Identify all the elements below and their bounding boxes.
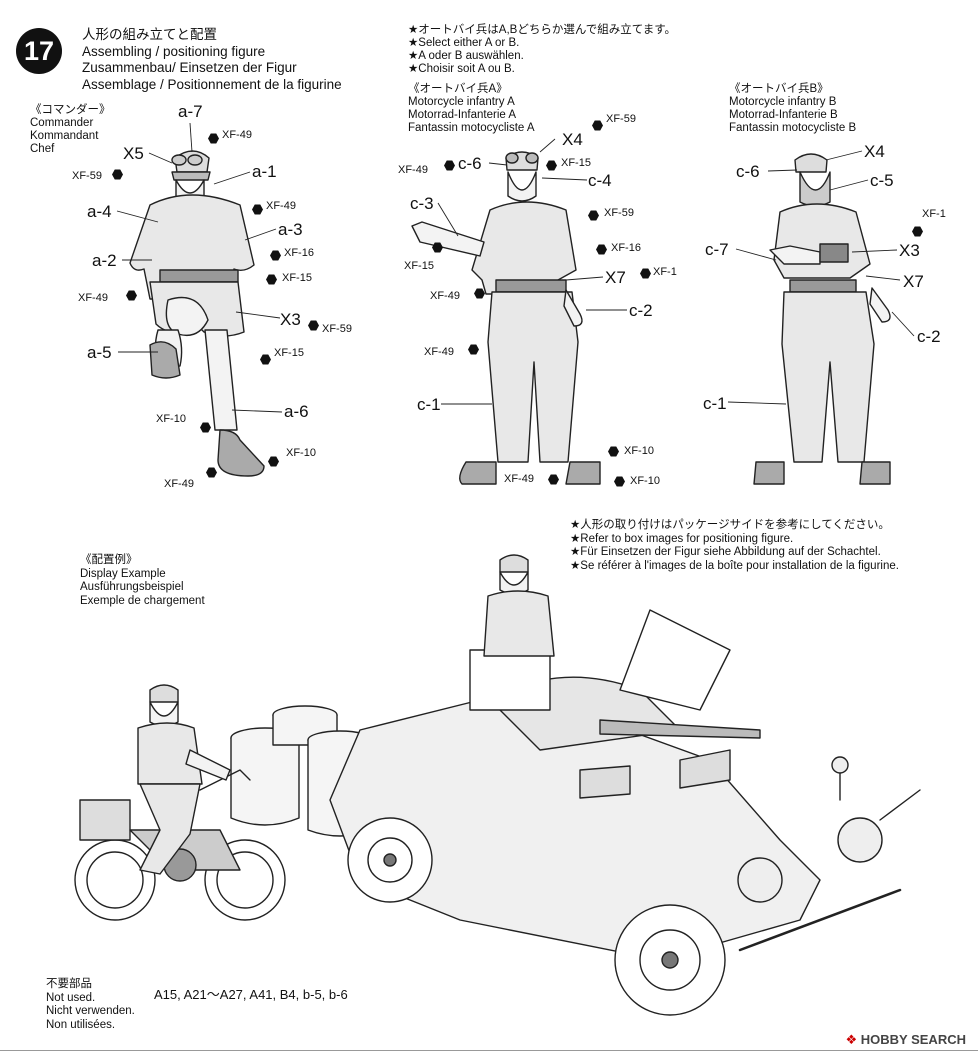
part-label: a-5 — [87, 343, 112, 362]
paint-code: XF-15 — [274, 347, 304, 359]
paint-hex-icon — [252, 204, 263, 215]
paint-code: XF-59 — [322, 323, 352, 335]
paint-hex-icon — [260, 354, 271, 365]
paint-code: XF-49 — [266, 200, 296, 212]
paint-hex-icon — [126, 290, 137, 301]
part-label: a-1 — [252, 162, 277, 181]
title-en: Assembling / positioning figure — [82, 43, 266, 59]
paint-code: XF-49 — [78, 292, 108, 304]
watermark-logo-icon: ❖ — [845, 1032, 858, 1047]
paint-code: XF-16 — [284, 247, 314, 259]
paint-code: XF-59 — [606, 113, 636, 125]
part-label: a-3 — [278, 220, 303, 239]
paint-hex-icon — [912, 226, 923, 237]
commander-figure — [129, 150, 265, 477]
paint-code: XF-10 — [624, 445, 654, 457]
footer-rule — [0, 1050, 978, 1051]
paint-code: XF-15 — [404, 260, 434, 272]
title-jp: 人形の組み立てと配置 — [82, 27, 217, 42]
rider-b-figure — [753, 153, 891, 485]
paint-hex-icon — [640, 268, 651, 279]
part-label: a-6 — [284, 402, 309, 421]
part-label: X7 — [903, 272, 924, 291]
commander-title: 《コマンダー》 Commander Kommandant Chef — [30, 104, 111, 155]
part-label: X4 — [864, 142, 885, 161]
paint-code: XF-49 — [424, 346, 454, 358]
paint-code: XF-49 — [398, 164, 428, 176]
paint-hex-icon — [206, 467, 217, 478]
part-label: a-7 — [178, 102, 203, 121]
watermark-word: SEARCH — [911, 1032, 966, 1047]
paint-code: XF-59 — [72, 170, 102, 182]
paint-hex-icon — [468, 344, 479, 355]
part-label: c-1 — [417, 395, 441, 414]
paint-hex-icon — [444, 160, 455, 171]
watermark: ❖ HOBBY SEARCH — [845, 1032, 966, 1048]
part-label: X5 — [123, 144, 144, 163]
part-label: c-1 — [703, 394, 727, 413]
paint-hex-icon — [548, 474, 559, 485]
part-label: c-4 — [588, 171, 612, 190]
paint-hex-icon — [266, 274, 277, 285]
choose-note: ★オートバイ兵はA,Bどちらか選んで組み立てます。 ★Select either… — [408, 24, 677, 75]
paint-code: XF-49 — [164, 478, 194, 490]
part-label: c-6 — [736, 162, 760, 181]
title-fr: Assemblage / Positionnement de la figuri… — [82, 76, 342, 92]
title-de: Zusammenbau/ Einsetzen der Figur — [82, 60, 297, 75]
part-label: c-2 — [629, 301, 653, 320]
rider-on-motorcycle — [137, 684, 231, 875]
paint-hex-icon — [546, 160, 557, 171]
box-image-note: ★人形の取り付けはパッケージサイドを参考にしてください。 ★Refer to b… — [570, 519, 899, 572]
paint-code: XF-59 — [604, 207, 634, 219]
paint-hex-icon — [588, 210, 599, 221]
display-example-title: 《配置例》 Display Example Ausführungsbeispie… — [80, 554, 205, 607]
step-title: 人形の組み立てと配置 Assembling / positioning figu… — [82, 27, 342, 93]
paint-hex-icon — [432, 242, 443, 253]
paint-code: XF-10 — [286, 447, 316, 459]
part-label: X3 — [280, 310, 301, 329]
rider-a-figure — [411, 151, 601, 485]
leader-lines — [116, 122, 915, 413]
paint-hex-icon — [614, 476, 625, 487]
paint-code: XF-10 — [156, 413, 186, 425]
not-used-parts: A15, A21～A27, A41, B4, b-5, b-6 — [154, 987, 348, 1002]
step-number-badge: 17 — [16, 28, 62, 74]
paint-hex-icon — [608, 446, 619, 457]
rider-a-title: 《オートバイ兵A》 Motorcycle infantry A Motorrad… — [408, 83, 535, 134]
paint-code: XF-49 — [504, 473, 534, 485]
paint-code: XF-15 — [561, 157, 591, 169]
paint-code: XF-1 — [922, 208, 946, 220]
part-label: X7 — [605, 268, 626, 287]
part-label: a-2 — [92, 251, 117, 270]
part-label: X4 — [562, 130, 583, 149]
armored-car — [329, 554, 921, 1016]
paint-hex-icon — [200, 422, 211, 433]
paint-code: XF-49 — [430, 290, 460, 302]
paint-code: XF-15 — [282, 272, 312, 284]
paint-code: XF-49 — [222, 129, 252, 141]
part-label: X3 — [899, 241, 920, 260]
part-label: c-2 — [917, 327, 941, 346]
rider-b-title: 《オートバイ兵B》 Motorcycle infantry B Motorrad… — [729, 83, 857, 134]
part-label: c-6 — [458, 154, 482, 173]
part-label: c-5 — [870, 171, 894, 190]
part-label: c-3 — [410, 194, 434, 213]
paint-code: XF-16 — [611, 242, 641, 254]
part-label: c-7 — [705, 240, 729, 259]
paint-hex-icon — [596, 244, 607, 255]
paint-hex-icon — [308, 320, 319, 331]
paint-hex-icon — [592, 120, 603, 131]
paint-hex-icon — [474, 288, 485, 299]
paint-hex-icon — [268, 456, 279, 467]
paint-hex-icon — [208, 133, 219, 144]
watermark-brand: HOBBY — [860, 1032, 908, 1047]
paint-code: XF-10 — [630, 475, 660, 487]
not-used-labels: 不要部品 Not used. Nicht verwenden. Non util… — [46, 978, 135, 1031]
paint-hex-icon — [270, 250, 281, 261]
part-label: a-4 — [87, 202, 112, 221]
paint-hex-icon — [112, 169, 123, 180]
paint-code: XF-1 — [653, 266, 677, 278]
